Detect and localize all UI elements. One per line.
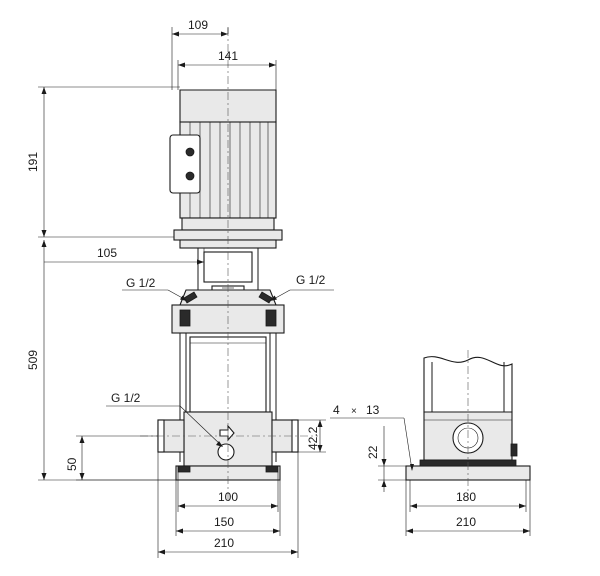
callout-holes: 4 × 13 [330, 403, 414, 471]
label-holes-size: 13 [366, 403, 380, 417]
label-holes-times: × [351, 406, 357, 417]
label-drain: G 1/2 [111, 391, 141, 405]
dim-label-22: 22 [366, 445, 380, 459]
dim-label-109: 109 [188, 18, 208, 32]
dim-22: 22 [366, 426, 406, 492]
callout-vent-right: G 1/2 [270, 273, 334, 301]
dim-label-42-2: 42.2 [306, 426, 320, 450]
motor [169, 89, 283, 249]
dim-141: 141 [177, 49, 277, 90]
dim-label-141: 141 [218, 49, 238, 63]
dim-label-50: 50 [65, 457, 79, 471]
terminal-box [169, 134, 201, 194]
vent-plug-left [183, 291, 198, 304]
cable-gland-icon [185, 147, 195, 157]
label-vent-left: G 1/2 [126, 276, 156, 290]
side-view [405, 350, 531, 492]
callout-vent-left: G 1/2 [122, 276, 187, 301]
dim-191: 191 [26, 86, 180, 238]
dim-105: 105 [44, 246, 205, 266]
dim-150: 150 [175, 480, 281, 536]
drain-plug-icon [217, 443, 235, 461]
dim-210-front: 210 [157, 452, 299, 558]
dim-label-210-front: 210 [214, 536, 234, 550]
dim-label-191: 191 [26, 152, 40, 172]
dim-109: 109 [171, 18, 229, 90]
dim-label-105: 105 [97, 246, 117, 260]
dim-label-210-side: 210 [456, 515, 476, 529]
dim-180: 180 [409, 480, 527, 512]
label-vent-right: G 1/2 [296, 273, 326, 287]
dim-label-100: 100 [218, 490, 238, 504]
dim-100: 100 [177, 472, 279, 512]
dim-label-180: 180 [456, 490, 476, 504]
dim-42-2: 42.2 [298, 419, 326, 453]
dim-label-150: 150 [214, 515, 234, 529]
dim-label-509: 509 [26, 350, 40, 370]
vent-plug-right [258, 291, 273, 304]
label-holes-count: 4 [333, 403, 340, 417]
callout-drain: G 1/2 [106, 391, 223, 447]
dim-210-side: 210 [405, 480, 531, 536]
cable-gland-icon [185, 171, 195, 181]
dim-50: 50 [65, 435, 176, 481]
